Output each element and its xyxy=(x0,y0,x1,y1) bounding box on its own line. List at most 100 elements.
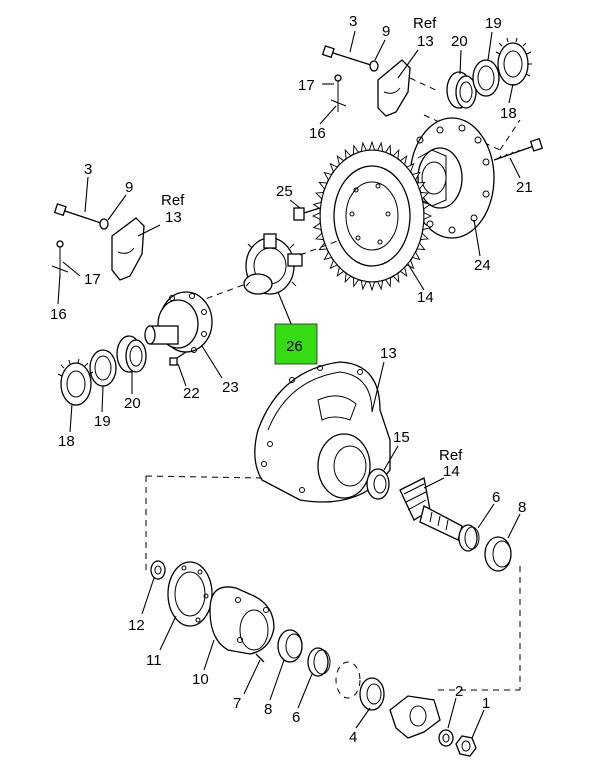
ring-gear-tooth xyxy=(323,171,333,181)
callout-labels: 3 9 Ref 13 20 19 17 16 18 3 9 Ref 13 17 … xyxy=(50,13,533,746)
bearing-cap-assembly-top xyxy=(321,45,411,117)
callout-14[interactable]: 14 xyxy=(417,289,434,306)
ring-gear-tooth xyxy=(312,222,322,231)
callout-7[interactable]: 7 xyxy=(233,695,241,712)
callout-22[interactable]: 22 xyxy=(183,385,200,402)
callout-17-top[interactable]: 17 xyxy=(298,77,315,94)
callout-ref-13-left-ref: Ref xyxy=(161,192,185,209)
callout-20-left[interactable]: 20 xyxy=(124,395,141,412)
ring-gear-tooth xyxy=(392,272,400,284)
carrier-housing-13 xyxy=(254,361,391,503)
callout-13-top[interactable]: 13 xyxy=(417,33,434,50)
ring-gear-tooth xyxy=(384,144,391,155)
ring-gear-tooth xyxy=(314,232,324,240)
callout-ref-13-top-ref: Ref xyxy=(413,15,437,32)
callout-25[interactable]: 25 xyxy=(276,183,293,200)
seal-15 xyxy=(366,468,390,500)
ring-gear-tooth xyxy=(399,266,408,277)
bearing-cup-8-bottom xyxy=(277,629,303,663)
bolt-25 xyxy=(293,207,321,221)
yoke xyxy=(389,695,441,739)
callout-9-top[interactable]: 9 xyxy=(382,23,390,40)
callout-2[interactable]: 2 xyxy=(455,683,463,700)
shim-11 xyxy=(167,561,213,627)
adjusting-nut-left xyxy=(57,358,94,406)
ring-gear-tooth xyxy=(344,148,352,160)
ring-gear-bolt-21 xyxy=(493,137,544,161)
callout-26[interactable]: 26 xyxy=(286,338,303,355)
bearing-cup-8-right xyxy=(484,536,512,572)
ring-gear-tooth xyxy=(368,281,376,292)
bolt-22 xyxy=(169,351,187,366)
ring-gear-tooth xyxy=(392,148,400,160)
callout-18-left[interactable]: 18 xyxy=(58,433,75,450)
callout-9-left[interactable]: 9 xyxy=(125,179,133,196)
callout-20-top[interactable]: 20 xyxy=(451,33,468,50)
callout-16-top[interactable]: 16 xyxy=(309,125,326,142)
differential-case-23 xyxy=(144,291,213,353)
bearing-cone-left xyxy=(89,349,117,387)
callout-1[interactable]: 1 xyxy=(482,695,490,712)
ring-gear-tooth xyxy=(420,192,430,200)
ring-gear-tooth xyxy=(318,181,328,190)
callout-ref-14-ref: Ref xyxy=(439,447,463,464)
ring-gear-tooth xyxy=(376,141,384,152)
callout-8-bottom[interactable]: 8 xyxy=(264,701,272,718)
washer-12 xyxy=(150,560,166,580)
callout-19-top[interactable]: 19 xyxy=(485,15,502,32)
ring-gear-tooth xyxy=(399,155,408,166)
ring-gear-tooth xyxy=(329,162,338,173)
ring-gear-tooth xyxy=(411,171,421,181)
pinion-cage-10 xyxy=(209,586,275,655)
bearing-cup-top xyxy=(446,71,477,109)
ring-gear-tooth xyxy=(423,211,433,221)
bearing-cone-top xyxy=(472,59,500,97)
callout-10[interactable]: 10 xyxy=(192,671,209,688)
ring-gear-tooth xyxy=(420,232,430,240)
ring-gear-tooth xyxy=(384,277,391,288)
callout-3-top[interactable]: 3 xyxy=(349,13,357,30)
callout-18-top[interactable]: 18 xyxy=(500,105,517,122)
ring-gear-tooth xyxy=(311,211,321,221)
callout-13-left[interactable]: 13 xyxy=(165,209,182,226)
callout-6-right[interactable]: 6 xyxy=(492,489,500,506)
callout-24[interactable]: 24 xyxy=(474,257,491,274)
callout-14-ref[interactable]: 14 xyxy=(443,463,460,480)
callout-13-mid[interactable]: 13 xyxy=(380,345,397,362)
ring-gear-tooth xyxy=(329,259,338,270)
bearing-cone-6-bottom xyxy=(307,647,331,677)
callout-15[interactable]: 15 xyxy=(393,429,410,446)
bearing-cup-left xyxy=(116,335,147,373)
bolt-7 xyxy=(255,653,265,663)
callout-6-bottom[interactable]: 6 xyxy=(292,709,300,726)
ring-gear-tooth xyxy=(422,222,432,231)
washer-2 xyxy=(438,729,454,747)
ring-gear-tooth xyxy=(323,251,333,261)
ring-gear-tooth xyxy=(353,277,360,288)
ring-gear-14 xyxy=(311,140,433,292)
ring-gear-tooth xyxy=(416,242,426,251)
leader-lines xyxy=(57,30,521,739)
callout-3-left[interactable]: 3 xyxy=(84,161,92,178)
callout-17-left[interactable]: 17 xyxy=(84,271,101,288)
callout-8-right[interactable]: 8 xyxy=(518,499,526,516)
ring-gear-tooth xyxy=(360,141,368,152)
callout-23[interactable]: 23 xyxy=(222,379,239,396)
callout-12[interactable]: 12 xyxy=(128,617,145,634)
callout-4[interactable]: 4 xyxy=(349,729,357,746)
ring-gear-tooth xyxy=(344,272,352,284)
ring-gear-tooth xyxy=(406,259,415,270)
seal-4 xyxy=(359,677,385,711)
callout-26-highlight xyxy=(274,323,318,365)
bearing-cap-assembly-left xyxy=(51,203,145,281)
ring-gear-tooth xyxy=(376,280,384,291)
callout-21[interactable]: 21 xyxy=(516,179,533,196)
callout-19-left[interactable]: 19 xyxy=(94,413,111,430)
callout-11[interactable]: 11 xyxy=(146,652,162,669)
nut-1 xyxy=(455,735,477,757)
ring-gear-tooth xyxy=(314,192,324,200)
ring-gear-tooth xyxy=(336,266,345,277)
ring-gear-tooth xyxy=(406,162,415,173)
callout-16-left[interactable]: 16 xyxy=(50,306,67,323)
